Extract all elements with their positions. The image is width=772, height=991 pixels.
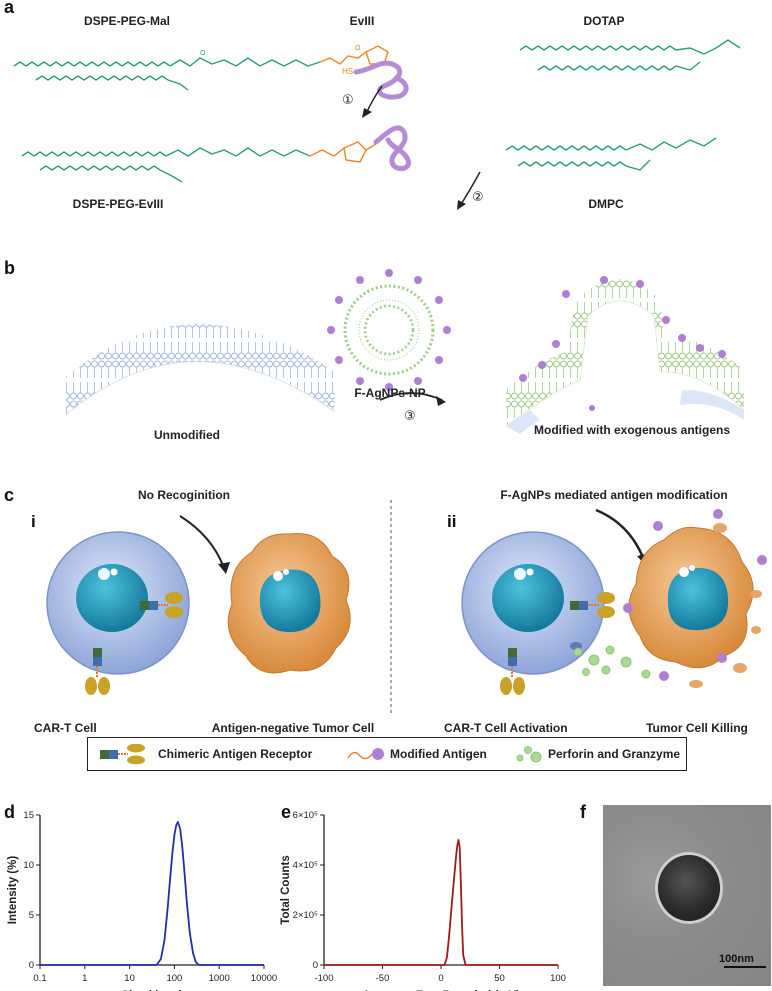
- perforin-icon: [516, 746, 542, 763]
- legend-car: Chimeric Antigen Receptor: [158, 747, 313, 761]
- label-cart-activation: CAR-T Cell Activation: [444, 721, 568, 735]
- tumor-fragments: [689, 523, 762, 688]
- car-receptor-icon: [140, 592, 183, 618]
- label-no-recognition: No Recoginition: [138, 488, 230, 502]
- antigen-dots: [327, 269, 451, 391]
- panel-label-f: f: [580, 802, 586, 822]
- sub-label-ii: ii: [447, 512, 457, 531]
- cell-schematic: [46, 500, 767, 715]
- modified-membrane: [506, 279, 744, 426]
- lipid-tail: [21, 151, 167, 157]
- label-unmodified: Unmodified: [154, 428, 220, 442]
- lipid-tail: [519, 45, 677, 51]
- panel-label-a: a: [4, 0, 15, 17]
- y-axis-label: Intensity (%): [7, 856, 19, 925]
- car-receptor-icon: [85, 648, 110, 695]
- lipid-tail: [505, 145, 627, 151]
- cart-cell-icon: [46, 531, 190, 675]
- x-tick-label: 50: [494, 973, 505, 984]
- y-tick-label: 0: [29, 960, 34, 971]
- panel-label-b: b: [4, 258, 15, 278]
- step-3-marker: ③: [404, 408, 416, 423]
- legend-antigen: Modified Antigen: [390, 747, 487, 761]
- y-tick-label: 0: [313, 960, 318, 971]
- lipid-tail: [517, 161, 627, 167]
- panel-label-c: c: [4, 485, 15, 505]
- nanoparticle-icon: [343, 284, 435, 376]
- arrow-icon: [179, 515, 225, 569]
- antigen-dots: [623, 509, 767, 681]
- x-tick-label: -100: [314, 973, 333, 984]
- tem-particle: [658, 855, 720, 921]
- y-tick-label: 4×10⁵: [293, 860, 318, 871]
- lipid-tail: [537, 65, 677, 71]
- lipid-tail: [39, 165, 161, 171]
- label-dmpc: DMPC: [588, 197, 624, 211]
- x-tick-label: -50: [376, 973, 390, 984]
- x-tick-label: 100: [166, 973, 182, 984]
- arrow-step-1: [365, 85, 383, 115]
- step-2-marker: ②: [472, 189, 484, 204]
- cart-cell-icon: [461, 531, 605, 675]
- y-tick-label: 6×10⁵: [293, 810, 318, 821]
- y-tick-label: 2×10⁵: [293, 910, 318, 921]
- arrow-icon: [595, 508, 646, 561]
- car-receptor-icon: [570, 592, 615, 618]
- lipid-tail: [35, 75, 169, 81]
- label-tumor-killing: Tumor Cell Killing: [646, 721, 748, 735]
- panel-label-e: e: [281, 802, 292, 822]
- x-tick-label: 100: [550, 973, 566, 984]
- label-antigen-negative: Antigen-negative Tumor Cell: [211, 721, 375, 735]
- y-tick-label: 10: [23, 860, 34, 871]
- x-tick-label: 10000: [251, 973, 277, 984]
- peptide-eviii-icon: [353, 60, 409, 100]
- label-modified: Modified with exogenous antigens: [533, 423, 731, 437]
- car-receptor-icon: [500, 648, 525, 695]
- perforin-granules: [573, 645, 651, 679]
- car-receptor-icon: [100, 744, 145, 764]
- label-dotap: DOTAP: [583, 14, 625, 28]
- sub-label-i: i: [31, 512, 36, 531]
- step-1-marker: ①: [342, 92, 354, 107]
- lipid-tail: [13, 61, 171, 67]
- unmodified-membrane: [66, 324, 335, 415]
- x-tick-label: 1000: [209, 973, 230, 984]
- label-hs: HS: [342, 67, 353, 76]
- y-tick-label: 5: [29, 910, 34, 921]
- tem-image: 100nm: [603, 805, 771, 986]
- arrow-step-3: [379, 392, 443, 401]
- legend-perforin: Perforin and Granzyme: [548, 747, 681, 761]
- chem-mark-o: O: [200, 50, 206, 57]
- label-dspe-peg-mal: DSPE-PEG-Mal: [83, 14, 171, 28]
- legend: Chimeric Antigen Receptor Modified Antig…: [87, 737, 687, 771]
- x-tick-label: 10: [124, 973, 135, 984]
- x-tick-label: 0.1: [33, 973, 46, 984]
- panel-label-d: d: [4, 802, 15, 822]
- series-line: [40, 821, 264, 966]
- label-np: F-AgNPs-NP: [354, 386, 426, 400]
- x-tick-label: 1: [82, 973, 87, 984]
- tumor-cell-icon: [227, 532, 351, 674]
- y-axis-label: Total Counts: [280, 855, 292, 924]
- chem-mark-o: O: [355, 45, 361, 52]
- x-tick-label: 0: [438, 973, 443, 984]
- label-eviii: EvIII: [349, 14, 375, 28]
- y-tick-label: 15: [23, 810, 34, 821]
- label-dspe-peg-eviii: DSPE-PEG-EvIII: [72, 197, 164, 211]
- series-line: [324, 839, 558, 966]
- scale-bar: [724, 966, 766, 968]
- tumor-cell-icon: [628, 526, 754, 669]
- chemistry-schematic: O O HS: [13, 39, 741, 210]
- antigen-dots: [519, 276, 726, 411]
- scale-bar-label: 100nm: [719, 953, 754, 965]
- peptide-eviii-icon: [373, 125, 412, 171]
- label-cart-cell: CAR-T Cell: [34, 721, 97, 735]
- chart-size-distribution: 0.1110100100010000051015Size (d.nm)Inten…: [7, 810, 277, 991]
- label-mediated: F-AgNPs mediated antigen modification: [500, 488, 728, 502]
- membrane-schematic: [65, 269, 745, 434]
- modified-antigen-icon: [347, 748, 384, 760]
